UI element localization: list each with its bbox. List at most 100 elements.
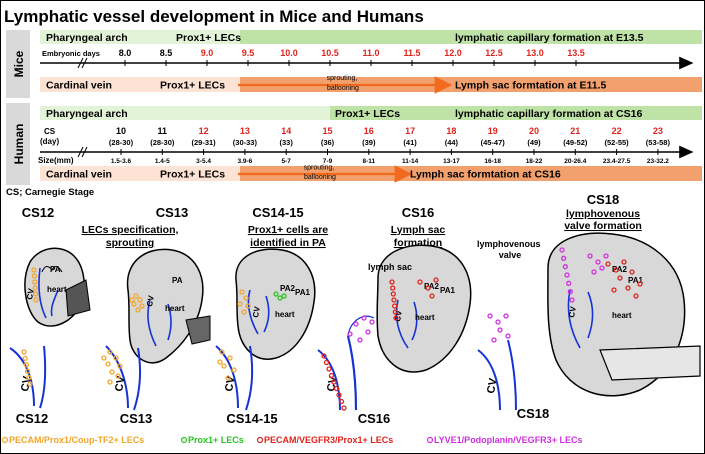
- panel-cs18-caption-line-2: valve formation: [564, 220, 642, 232]
- panel-cs18-caption: lymphovenous valve formation: [564, 208, 642, 232]
- human-stage-ticks: 10(28-30)1.5-3.611(28-30)1.4-512(29-31)3…: [109, 126, 671, 165]
- human-stage-cs: 10: [116, 126, 126, 136]
- human-stage-day: (41): [403, 138, 417, 147]
- green-cell: [277, 295, 283, 301]
- human-stage-cs: 13: [240, 126, 250, 136]
- red-cell: [323, 359, 330, 366]
- human-stage-day: (28-30): [109, 138, 134, 147]
- panel-cs18-heading: CS18: [587, 192, 620, 207]
- cs14-pa1-label: PA1: [295, 288, 311, 297]
- human-stage-cs: 19: [488, 126, 498, 136]
- human-stage-day: (53-58): [646, 138, 671, 147]
- cs18-cv-label: CV: [567, 305, 578, 318]
- human-stage-cs: 16: [364, 126, 374, 136]
- red-cell: [390, 285, 396, 291]
- red-cell: [393, 315, 399, 321]
- embryo-cs16: lymph sac PA2 PA1 heart CV: [368, 244, 472, 373]
- human-sprouting-label: sprouting, ballooning: [304, 165, 337, 182]
- orange-cell: [22, 355, 28, 362]
- human-cs-label: CS: [44, 127, 56, 136]
- red-cell: [629, 269, 635, 275]
- orange-cell: [105, 361, 111, 367]
- mice-day-label: 8.5: [160, 48, 173, 58]
- human-sprouting-line-2: ballooning: [304, 174, 336, 181]
- human-stage-size: 23.4-27.5: [603, 158, 631, 165]
- human-bottom-bar-sac: [240, 166, 702, 181]
- panel-cs14-heading: CS14-15: [252, 205, 303, 220]
- mice-side-label-bg: [6, 30, 30, 98]
- mice-axis-break-1: [77, 57, 84, 69]
- human-stage-size: 8-11: [362, 158, 375, 165]
- orange-cell: [109, 369, 115, 375]
- orange-cell: [243, 295, 249, 301]
- human-stage-cs: 18: [446, 126, 456, 136]
- mice-side-label: Mice: [12, 50, 26, 77]
- green-cell: [273, 291, 279, 297]
- orange-cell: [241, 309, 247, 315]
- human-stage-size: 3-5.4: [196, 158, 211, 165]
- orange-cell: [113, 355, 119, 361]
- human-stage-size: 13-17: [443, 158, 460, 165]
- magenta-cell: [599, 265, 605, 271]
- red-cell: [331, 379, 337, 385]
- embryo-cs12: PA heart CV: [24, 247, 91, 327]
- magenta-cell: [369, 319, 375, 325]
- red-cell: [633, 293, 639, 299]
- human-stage-cs: 20: [529, 126, 539, 136]
- human-top-bar-capillary: [330, 106, 702, 120]
- panel-cs14-caption: Prox1+ cells are identified in PA: [248, 224, 328, 249]
- mice-sprouting-line-1: sprouting,: [327, 75, 358, 82]
- mice-axis-break-2: [81, 57, 88, 69]
- orange-cell: [133, 293, 139, 299]
- magenta-cell: [505, 333, 511, 339]
- human-stage-day: (33): [280, 138, 294, 147]
- magenta-cell: [591, 269, 597, 275]
- human-side-label-bg: [6, 103, 30, 185]
- cs13-heart-label: heart: [165, 304, 185, 313]
- orange-cell: [23, 362, 30, 368]
- cs18-valve-line-2: valve: [499, 250, 522, 260]
- red-cell: [328, 372, 335, 379]
- cs-note: CS; Carnegie Stage: [6, 187, 94, 198]
- cs18-valve-label: lymphovenous valve: [477, 239, 543, 260]
- human-stage-cs: 14: [281, 126, 291, 136]
- cs16-heart-label: heart: [415, 313, 435, 322]
- human-stage-cs: 23: [653, 126, 663, 136]
- human-stage-day: (39): [362, 138, 376, 147]
- cs13-cv-label: CV: [145, 294, 156, 307]
- panel-cs13-heading: CS13: [156, 205, 189, 220]
- panel-cs18-caption-line-1: lymphovenous: [566, 208, 640, 220]
- cs18-valve-line-1: lymphovenous: [477, 239, 541, 249]
- figure-title: Lymphatic vessel development in Mice and…: [4, 7, 424, 26]
- human-axis-break-1: [77, 146, 84, 158]
- cs14-pa2-label: PA2: [280, 284, 296, 293]
- legend-magenta-label: LYVE1/Podoplanin/VEGFR3+ LECs: [434, 435, 582, 445]
- human-stage-cs: 12: [199, 126, 209, 136]
- legend-green-label: Prox1+ LECs: [188, 435, 244, 445]
- mice-day-label: 11.0: [362, 48, 379, 58]
- human-stage-cs: 22: [612, 126, 622, 136]
- red-cell: [392, 303, 398, 309]
- orange-cell: [135, 307, 141, 313]
- human-stage-size: 11-14: [402, 158, 419, 165]
- magenta-cell: [567, 289, 573, 295]
- cs18-pa1-label: PA1: [628, 276, 644, 285]
- human-top-prox-label: Prox1+ LECs: [335, 108, 400, 120]
- magenta-cell: [603, 253, 609, 259]
- magenta-cell: [595, 259, 601, 265]
- embryo-cs13: PA heart CV: [126, 248, 211, 364]
- human-stage-size: 1.4-5: [155, 158, 170, 165]
- closeup-cs13: CV: [105, 345, 142, 411]
- legend-orange-label: PECAM/Prox1/Coup-TF2+ LECs: [9, 435, 144, 445]
- mice-day-label: 11.5: [403, 48, 420, 58]
- cs14-cv-label: CV: [251, 305, 262, 318]
- cs12-pa-label: PA: [50, 265, 61, 274]
- orange-cell: [31, 273, 38, 279]
- red-cell: [333, 385, 340, 392]
- panel-cs12-heading: CS12: [22, 205, 55, 220]
- mice-bottom-bar-cardinal: [40, 77, 240, 92]
- red-cell: [338, 398, 345, 405]
- orange-cell: [31, 267, 37, 273]
- red-cell: [611, 287, 617, 293]
- mice-top-bar-arch: [40, 30, 280, 44]
